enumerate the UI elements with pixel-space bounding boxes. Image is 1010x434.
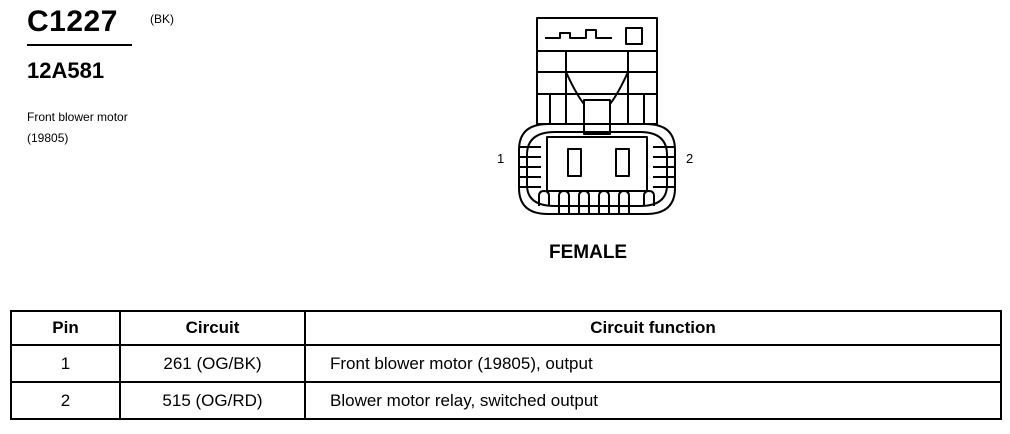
connector-color-code: (BK): [150, 12, 174, 26]
connector-housing-top: [536, 17, 658, 135]
circuit-function-cell: Blower motor relay, switched output: [304, 381, 1002, 420]
table-header-row: Pin Circuit Circuit function: [10, 310, 1002, 346]
connector-id: C1227: [27, 5, 118, 38]
circuit-cell: 261 (OG/BK): [119, 344, 306, 383]
pin-cell: 1: [10, 344, 121, 383]
description-line-1: Front blower motor: [27, 110, 128, 124]
table-row: 1 261 (OG/BK) Front blower motor (19805)…: [10, 344, 1002, 383]
connector-body: [518, 123, 676, 215]
pin-1-label: 1: [497, 151, 505, 166]
table-row: 2 515 (OG/RD) Blower motor relay, switch…: [10, 381, 1002, 420]
header-circuit-function: Circuit function: [304, 310, 1002, 346]
circuit-function-cell: Front blower motor (19805), output: [304, 344, 1002, 383]
part-number: 12A581: [27, 58, 105, 83]
header-circuit: Circuit: [119, 310, 306, 346]
title-underline: [27, 44, 132, 46]
pinout-table: Pin Circuit Circuit function 1 261 (OG/B…: [10, 310, 1002, 420]
terminal-cavity-pin-2: [615, 148, 630, 177]
pin-2-label: 2: [686, 151, 694, 166]
circuit-cell: 515 (OG/RD): [119, 381, 306, 420]
description-line-2: (19805): [27, 131, 69, 145]
terminal-cavity-pin-1: [567, 148, 582, 177]
pin-cell: 2: [10, 381, 121, 420]
connector-face-diagram: [518, 17, 676, 215]
header-pin: Pin: [10, 310, 121, 346]
connector-gender-label: FEMALE: [549, 242, 628, 263]
